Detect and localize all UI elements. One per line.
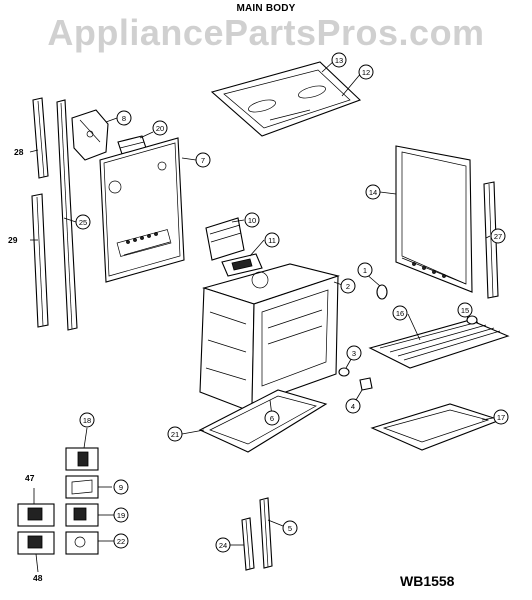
hinge-clip (17, 531, 55, 555)
callout-18: 18 (79, 412, 95, 428)
callout-13: 13 (331, 52, 347, 68)
callout-number: 4 (351, 402, 355, 411)
part-label-48: 48 (33, 573, 43, 583)
callout-24: 24 (215, 537, 231, 553)
oven-body (199, 263, 340, 413)
callout-number: 13 (335, 56, 343, 65)
hinge-clip (17, 503, 55, 527)
callout-number: 22 (117, 537, 125, 546)
callout-6: 6 (264, 410, 280, 426)
callout-7: 7 (195, 152, 211, 168)
small-knob (466, 315, 478, 325)
callout-number: 6 (270, 414, 274, 423)
callout-3: 3 (346, 345, 362, 361)
callout-number: 16 (396, 309, 404, 318)
page-title: MAIN BODY (236, 3, 296, 14)
callout-8: 8 (116, 110, 132, 126)
callout-number: 5 (288, 524, 292, 533)
callout-4: 4 (345, 398, 361, 414)
hinge-clip (65, 447, 99, 471)
long-trim-strip (56, 99, 78, 331)
part-label-28: 28 (14, 147, 24, 157)
callout-number: 18 (83, 416, 91, 425)
callout-number: 1 (363, 266, 367, 275)
bare-label-layer: 28 29 47 48 (8, 147, 43, 583)
cooktop-burner-box (205, 217, 245, 261)
callout-12: 12 (358, 64, 374, 80)
door-panel (395, 145, 473, 293)
side-trim-strip (31, 193, 49, 328)
callout-21: 21 (167, 426, 183, 442)
callout-19: 19 (113, 507, 129, 523)
callout-number: 21 (171, 430, 179, 439)
small-knob (338, 367, 350, 377)
callout-22: 22 (113, 533, 129, 549)
drawing-code: WB1558 (400, 573, 455, 589)
bracket (71, 109, 109, 161)
oven-rack (368, 319, 510, 369)
callout-number: 14 (369, 188, 377, 197)
hinge-clip (65, 531, 99, 555)
callout-20: 20 (152, 120, 168, 136)
callout-27: 27 (490, 228, 506, 244)
callout-2: 2 (340, 278, 356, 294)
small-knob (359, 377, 373, 391)
callout-number: 3 (352, 349, 356, 358)
callout-number: 12 (362, 68, 370, 77)
broiler-pan (370, 403, 502, 451)
callout-15: 15 (457, 302, 473, 318)
callout-number: 8 (122, 114, 126, 123)
callout-number: 2 (346, 282, 350, 291)
callout-5: 5 (282, 520, 298, 536)
part-label-47: 47 (25, 473, 35, 483)
top-panel (210, 61, 362, 137)
callout-14: 14 (365, 184, 381, 200)
callout-10: 10 (244, 212, 260, 228)
parts (17, 61, 510, 571)
hinge-clip (65, 475, 99, 499)
callout-number: 27 (494, 232, 502, 241)
element-rods (241, 497, 273, 571)
callout-number: 11 (268, 236, 276, 245)
callout-9: 9 (113, 479, 129, 495)
callout-number: 9 (119, 483, 123, 492)
callout-number: 20 (156, 124, 164, 133)
callout-number: 17 (497, 413, 505, 422)
door-trim-strip (483, 181, 499, 299)
callout-number: 25 (79, 218, 87, 227)
callout-number: 7 (201, 156, 205, 165)
callout-number: 10 (248, 216, 256, 225)
hinge-clip (65, 503, 99, 527)
callout-number: 24 (219, 541, 227, 550)
part-label-29: 29 (8, 235, 18, 245)
callout-number: 19 (117, 511, 125, 520)
callout-1: 1 (357, 262, 373, 278)
drawer-base (198, 389, 328, 453)
knob (376, 284, 388, 300)
callout-number: 15 (461, 306, 469, 315)
watermark: AppliancePartsPros.com (47, 12, 485, 53)
callout-25: 25 (75, 214, 91, 230)
callout-16: 16 (392, 305, 408, 321)
callout-17: 17 (493, 409, 509, 425)
callout-11: 11 (264, 232, 280, 248)
back-panel (99, 137, 185, 283)
cooktop-burner-box (221, 253, 263, 277)
side-trim-strip (32, 97, 49, 179)
